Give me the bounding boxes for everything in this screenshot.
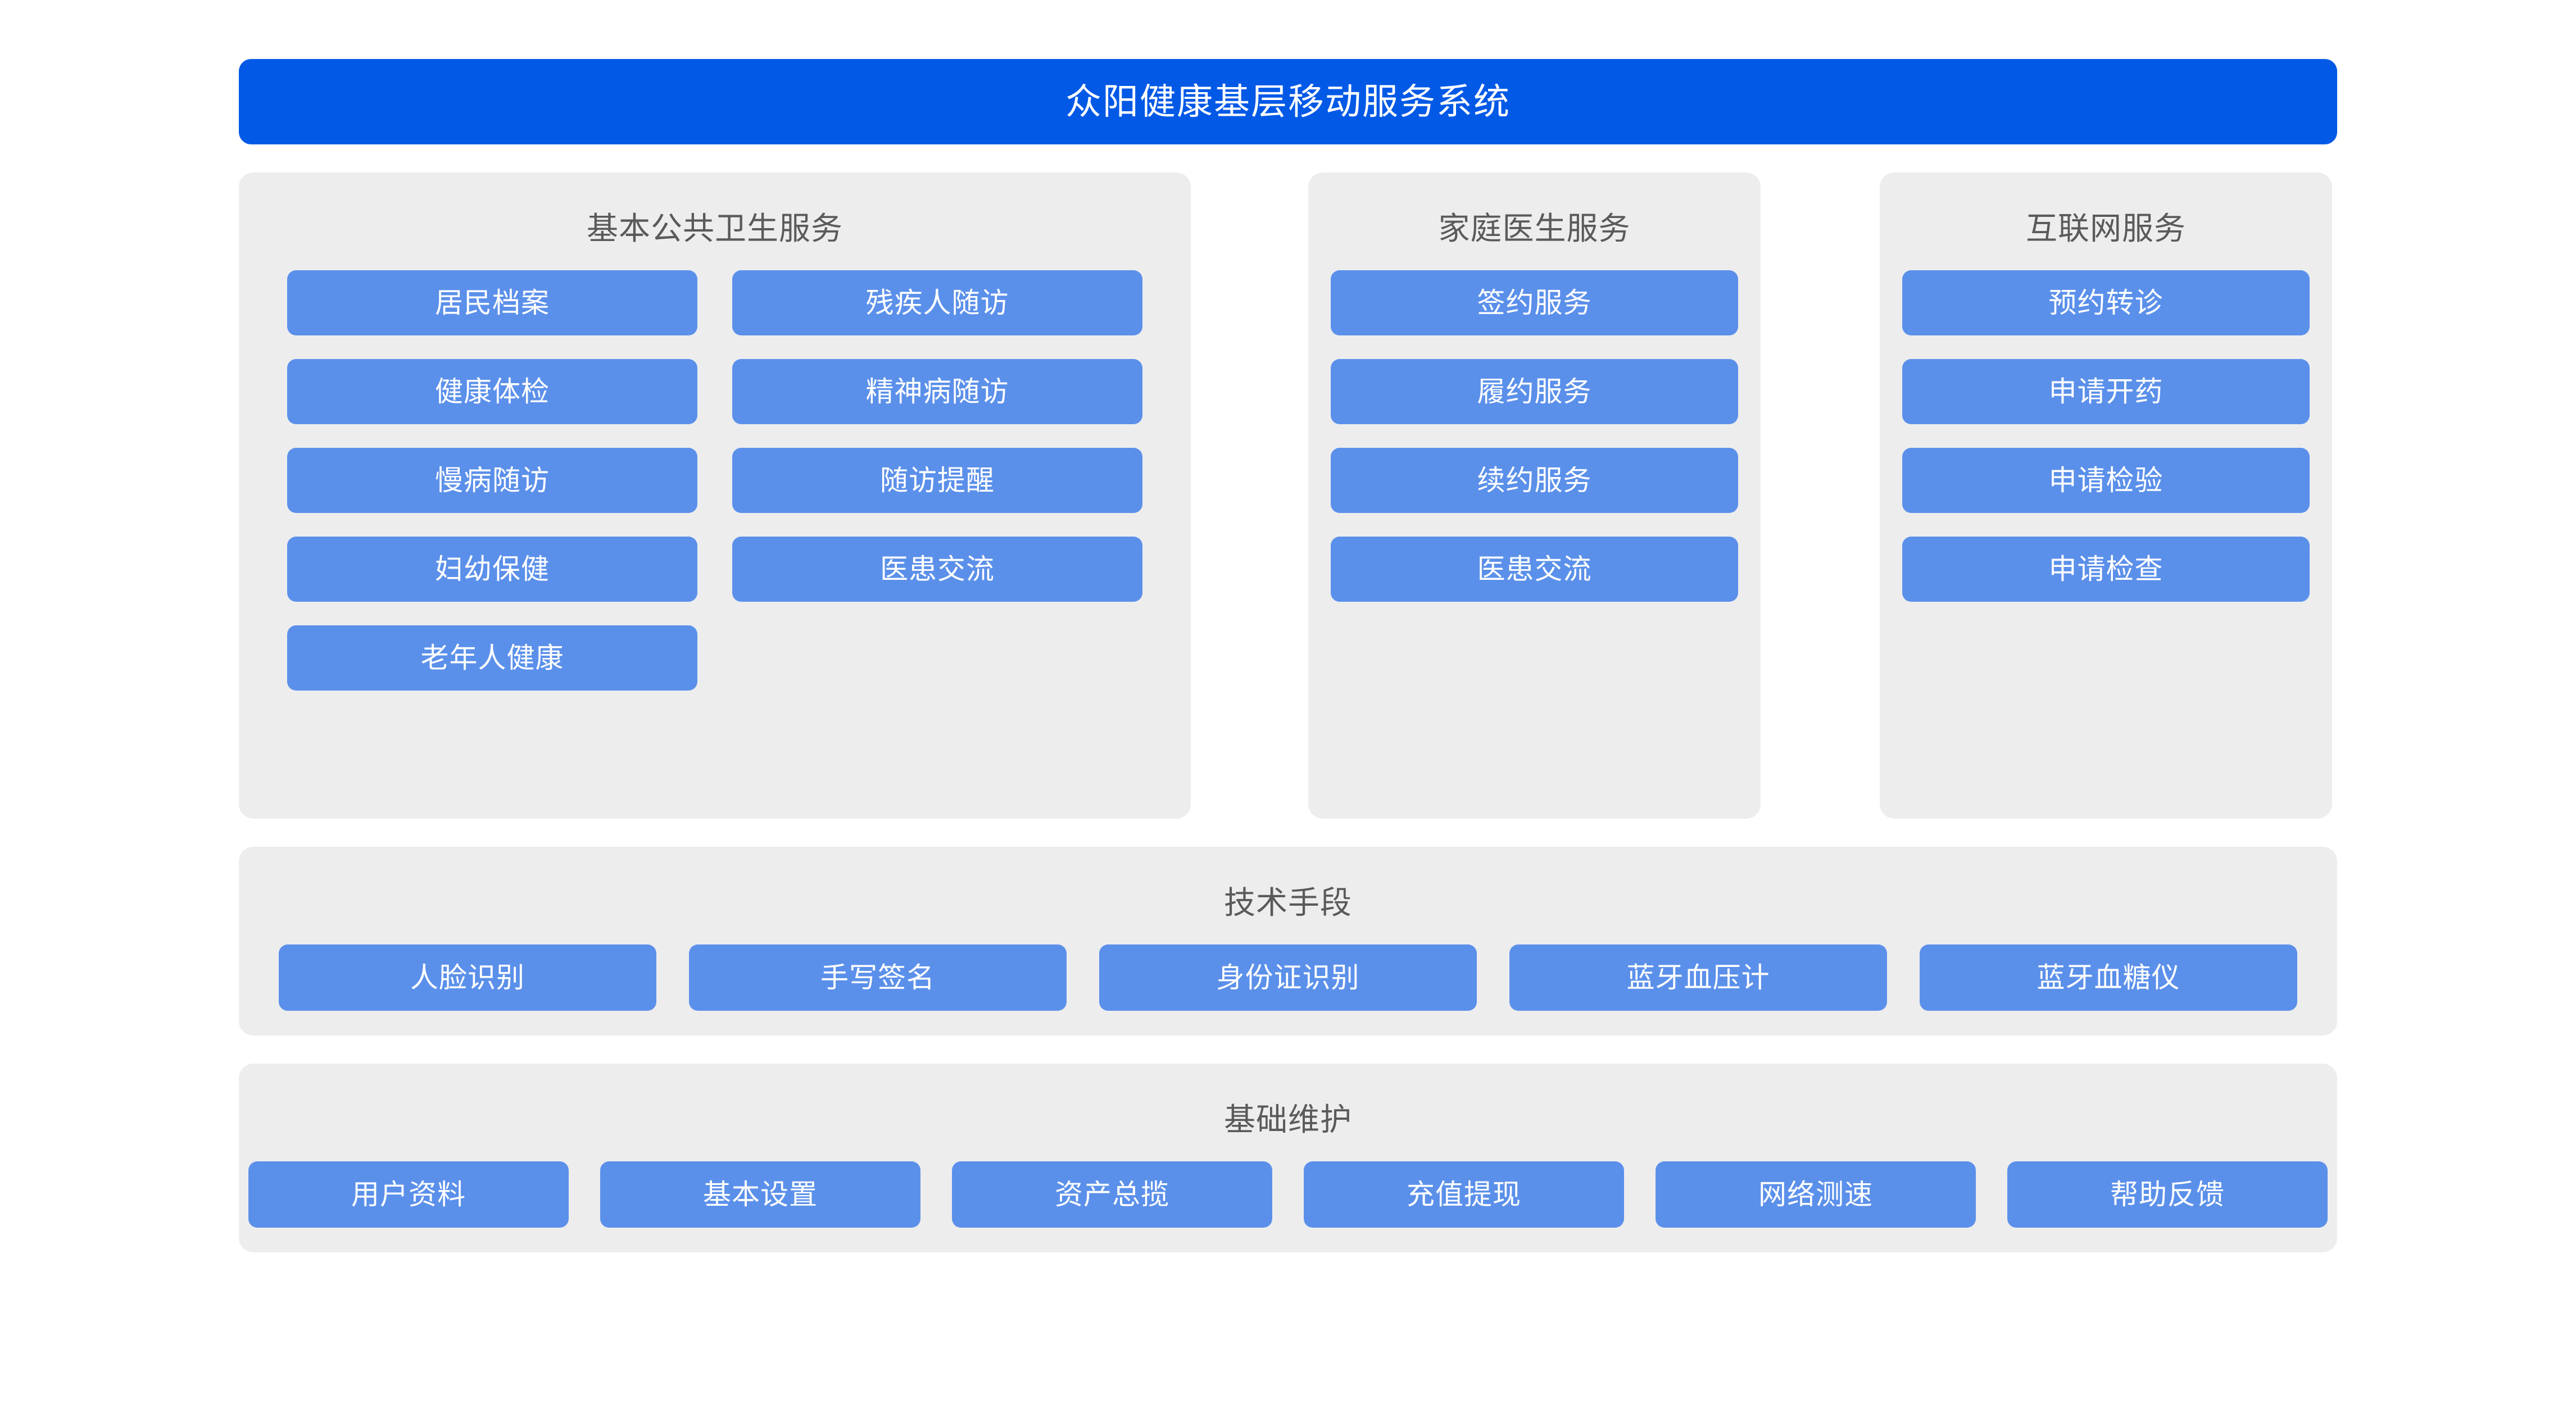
button-disabled-followup[interactable]: 残疾人随访 [732, 270, 1142, 335]
button-doctor-patient-communication-public[interactable]: 医患交流 [732, 537, 1142, 602]
service-panel-row: 基本公共卫生服务 居民档案 残疾人随访 健康体检 精神病随访 慢病随访 随访提醒… [239, 172, 2337, 819]
button-stack-family-doctor: 签约服务 履约服务 续约服务 医患交流 [1331, 270, 1738, 602]
button-handwritten-signature[interactable]: 手写签名 [689, 944, 1067, 1011]
button-recharge-withdraw[interactable]: 充值提现 [1304, 1161, 1624, 1228]
section-technical-means: 技术手段 人脸识别 手写签名 身份证识别 蓝牙血压计 蓝牙血糖仪 [239, 847, 2337, 1036]
button-bluetooth-glucose-meter[interactable]: 蓝牙血糖仪 [1920, 944, 2297, 1011]
button-apply-prescription[interactable]: 申请开药 [1902, 359, 2310, 424]
button-stack-internet-service: 预约转诊 申请开药 申请检验 申请检查 [1902, 270, 2310, 602]
button-signing-service[interactable]: 签约服务 [1331, 270, 1738, 335]
button-apply-examination[interactable]: 申请检查 [1902, 537, 2310, 602]
button-id-card-recognition[interactable]: 身份证识别 [1099, 944, 1477, 1011]
button-elderly-health[interactable]: 老年人健康 [287, 625, 697, 691]
button-asset-overview[interactable]: 资产总揽 [952, 1161, 1272, 1228]
button-mental-illness-followup[interactable]: 精神病随访 [732, 359, 1142, 424]
button-help-feedback[interactable]: 帮助反馈 [2007, 1161, 2328, 1228]
panel-basic-public-health: 基本公共卫生服务 居民档案 残疾人随访 健康体检 精神病随访 慢病随访 随访提醒… [239, 172, 1191, 819]
panel-title-basic-public-health: 基本公共卫生服务 [587, 211, 843, 246]
section-title-technical-means: 技术手段 [1224, 885, 1352, 920]
section-basic-maintenance: 基础维护 用户资料 基本设置 资产总揽 充值提现 网络测速 帮助反馈 [239, 1064, 2337, 1252]
button-renewal-service[interactable]: 续约服务 [1331, 448, 1738, 513]
page-title: 众阳健康基层移动服务系统 [1065, 81, 1511, 122]
button-user-profile[interactable]: 用户资料 [248, 1161, 569, 1228]
section-title-basic-maintenance: 基础维护 [1224, 1102, 1352, 1137]
button-maternal-child-health[interactable]: 妇幼保健 [287, 537, 697, 602]
button-appointment-referral[interactable]: 预约转诊 [1902, 270, 2310, 335]
button-apply-lab-test[interactable]: 申请检验 [1902, 448, 2310, 513]
panel-title-family-doctor: 家庭医生服务 [1438, 211, 1631, 246]
button-doctor-patient-communication-family[interactable]: 医患交流 [1331, 537, 1738, 602]
button-basic-settings[interactable]: 基本设置 [600, 1161, 920, 1228]
button-resident-records[interactable]: 居民档案 [287, 270, 697, 335]
panel-internet-service: 互联网服务 预约转诊 申请开药 申请检验 申请检查 [1880, 172, 2332, 819]
button-health-checkup[interactable]: 健康体检 [287, 359, 697, 424]
button-network-speed-test[interactable]: 网络测速 [1656, 1161, 1976, 1228]
button-row-technical-means: 人脸识别 手写签名 身份证识别 蓝牙血压计 蓝牙血糖仪 [279, 944, 2297, 1011]
button-grid-basic-public-health: 居民档案 残疾人随访 健康体检 精神病随访 慢病随访 随访提醒 妇幼保健 医患交… [287, 270, 1142, 691]
button-row-basic-maintenance: 用户资料 基本设置 资产总揽 充值提现 网络测速 帮助反馈 [248, 1161, 2328, 1228]
button-fulfillment-service[interactable]: 履约服务 [1331, 359, 1738, 424]
button-followup-reminder[interactable]: 随访提醒 [732, 448, 1142, 513]
button-bluetooth-blood-pressure-monitor[interactable]: 蓝牙血压计 [1509, 944, 1887, 1011]
panel-family-doctor: 家庭医生服务 签约服务 履约服务 续约服务 医患交流 [1308, 172, 1761, 819]
button-chronic-disease-followup[interactable]: 慢病随访 [287, 448, 697, 513]
button-face-recognition[interactable]: 人脸识别 [279, 944, 656, 1011]
panel-title-internet-service: 互联网服务 [2026, 211, 2186, 246]
app-header: 众阳健康基层移动服务系统 [239, 59, 2337, 144]
